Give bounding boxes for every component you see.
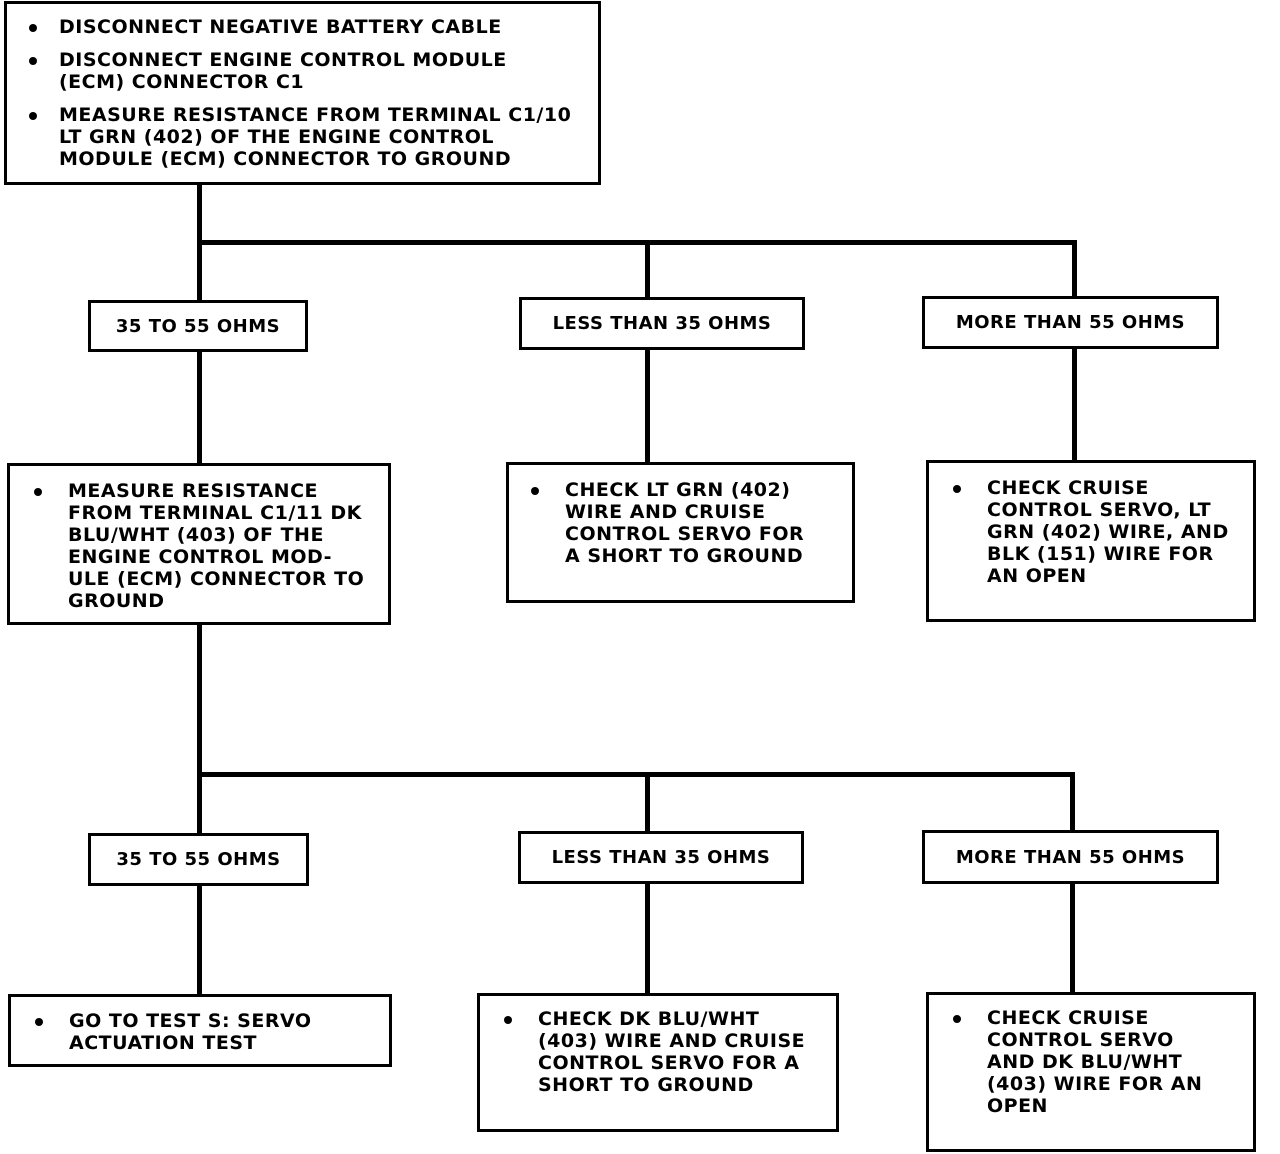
action-box: CHECK CRUISE CONTROL SERVO, LT GRN (402)… <box>926 460 1256 622</box>
action-item: CHECK DK BLU/WHT (403) WIRE AND CRUISE C… <box>480 1008 820 1096</box>
connector-line <box>197 772 1075 777</box>
action-list: CHECK DK BLU/WHT (403) WIRE AND CRUISE C… <box>480 1008 820 1096</box>
bullet-icon <box>953 485 961 493</box>
result-label-box: LESS THAN 35 OHMS <box>518 831 804 884</box>
action-list: MEASURE RESISTANCE FROM TERMINAL C1/11 D… <box>10 480 374 612</box>
action-list: GO TO TEST S: SERVO ACTUATION TEST <box>11 1010 369 1054</box>
bullet-icon <box>953 1015 961 1023</box>
bullet-icon <box>29 112 37 120</box>
start-step-list: DISCONNECT NEGATIVE BATTERY CABLE DISCON… <box>7 16 598 170</box>
result-label-box: MORE THAN 55 OHMS <box>922 830 1219 884</box>
connector-line <box>1072 347 1077 462</box>
connector-line <box>1072 240 1077 298</box>
action-box: CHECK CRUISE CONTROL SERVO AND DK BLU/WH… <box>926 992 1256 1152</box>
action-box: CHECK LT GRN (402) WIRE AND CRUISE CONTR… <box>506 462 855 603</box>
bullet-icon <box>531 487 539 495</box>
connector-line <box>197 240 1077 245</box>
connector-line <box>1070 882 1075 994</box>
result-label-box: 35 TO 55 OHMS <box>88 833 309 886</box>
connector-line <box>645 348 650 464</box>
connector-line <box>645 882 650 995</box>
action-item: CHECK LT GRN (402) WIRE AND CRUISE CONTR… <box>509 479 822 567</box>
connector-line <box>645 772 650 833</box>
action-item: CHECK CRUISE CONTROL SERVO AND DK BLU/WH… <box>929 1007 1213 1117</box>
bullet-icon <box>35 1018 43 1026</box>
result-label: MORE THAN 55 OHMS <box>955 312 1186 333</box>
start-step-item: MEASURE RESISTANCE FROM TERMINAL C1/10 L… <box>7 104 598 170</box>
action-box: CHECK DK BLU/WHT (403) WIRE AND CRUISE C… <box>477 993 839 1132</box>
result-label: 35 TO 55 OHMS <box>115 315 281 337</box>
action-item: CHECK CRUISE CONTROL SERVO, LT GRN (402)… <box>929 477 1237 587</box>
result-label: LESS THAN 35 OHMS <box>551 847 771 868</box>
bullet-icon <box>29 24 37 32</box>
action-box: GO TO TEST S: SERVO ACTUATION TEST <box>8 994 392 1067</box>
action-item: MEASURE RESISTANCE FROM TERMINAL C1/11 D… <box>10 480 374 612</box>
connector-line <box>197 350 202 465</box>
action-list: CHECK CRUISE CONTROL SERVO AND DK BLU/WH… <box>929 1007 1213 1117</box>
start-step-box: DISCONNECT NEGATIVE BATTERY CABLE DISCON… <box>4 1 601 185</box>
action-list: CHECK LT GRN (402) WIRE AND CRUISE CONTR… <box>509 479 822 567</box>
start-step-item: DISCONNECT NEGATIVE BATTERY CABLE <box>7 16 598 38</box>
result-label: 35 TO 55 OHMS <box>116 849 281 870</box>
connector-line <box>197 884 202 996</box>
connector-line <box>1070 772 1075 833</box>
action-box: MEASURE RESISTANCE FROM TERMINAL C1/11 D… <box>7 463 391 625</box>
start-step-item: DISCONNECT ENGINE CONTROL MODULE (ECM) C… <box>7 49 598 93</box>
result-label: LESS THAN 35 OHMS <box>552 313 772 334</box>
connector-line <box>197 623 202 835</box>
result-label-box: 35 TO 55 OHMS <box>88 300 308 352</box>
bullet-icon <box>504 1016 512 1024</box>
action-item: GO TO TEST S: SERVO ACTUATION TEST <box>11 1010 369 1054</box>
result-label: MORE THAN 55 OHMS <box>955 846 1186 868</box>
bullet-icon <box>29 57 37 65</box>
action-list: CHECK CRUISE CONTROL SERVO, LT GRN (402)… <box>929 477 1237 587</box>
bullet-icon <box>34 488 42 496</box>
connector-line <box>645 240 650 298</box>
result-label-box: LESS THAN 35 OHMS <box>519 297 805 350</box>
result-label-box: MORE THAN 55 OHMS <box>922 296 1219 349</box>
